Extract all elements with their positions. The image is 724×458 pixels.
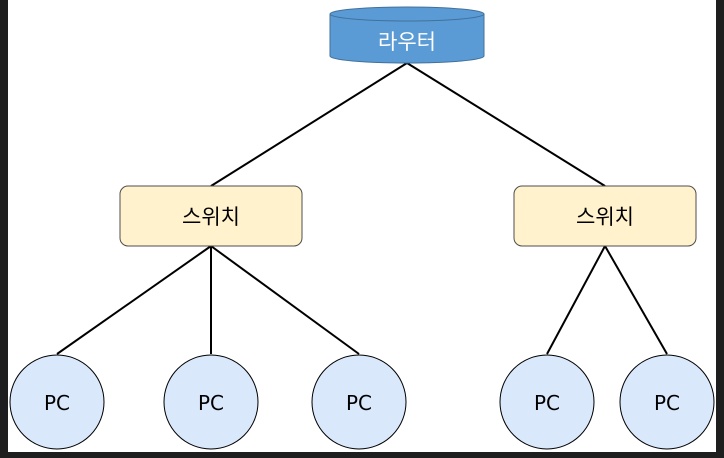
switch-label-1: 스위치 (182, 205, 240, 229)
switch-box-1 (119, 185, 303, 247)
router-node[interactable]: 라우터 (329, 6, 485, 64)
pc-circle-3 (311, 354, 407, 450)
diagram-canvas: 라우터 스위치 스위치 PC PC PC (8, 0, 716, 452)
router-cylinder-top (329, 6, 485, 22)
pc-node-3[interactable]: PC (311, 354, 407, 450)
edge-switch-1-pc-1 (56, 245, 212, 355)
pc-circle-5 (619, 354, 715, 450)
switch-box-2 (513, 185, 697, 247)
router-label: 라우터 (378, 30, 436, 54)
pc-label-1: PC (44, 391, 70, 415)
edge-switch-2-pc-4 (546, 245, 606, 355)
edge-router-switch-2 (406, 62, 606, 187)
pc-node-5[interactable]: PC (619, 354, 715, 450)
network-topology-diagram: 라우터 스위치 스위치 PC PC PC (9, 6, 715, 450)
router-cylinder-body (329, 14, 485, 64)
pc-node-2[interactable]: PC (163, 354, 259, 450)
pc-node-1[interactable]: PC (9, 354, 105, 450)
pc-node-4[interactable]: PC (499, 354, 595, 450)
pc-label-3: PC (346, 391, 372, 415)
pc-circle-1 (9, 354, 105, 450)
pc-label-2: PC (198, 391, 224, 415)
edge-switch-2-pc-5 (604, 245, 668, 355)
switch-label-2: 스위치 (576, 205, 634, 229)
switch-node-2[interactable]: 스위치 (513, 185, 697, 247)
pc-label-4: PC (534, 391, 560, 415)
pc-circle-4 (499, 354, 595, 450)
pc-label-5: PC (654, 391, 680, 415)
edge-switch-1-pc-3 (210, 245, 360, 355)
switch-node-1[interactable]: 스위치 (119, 185, 303, 247)
pc-circle-2 (163, 354, 259, 450)
edge-router-switch-1 (210, 62, 408, 187)
